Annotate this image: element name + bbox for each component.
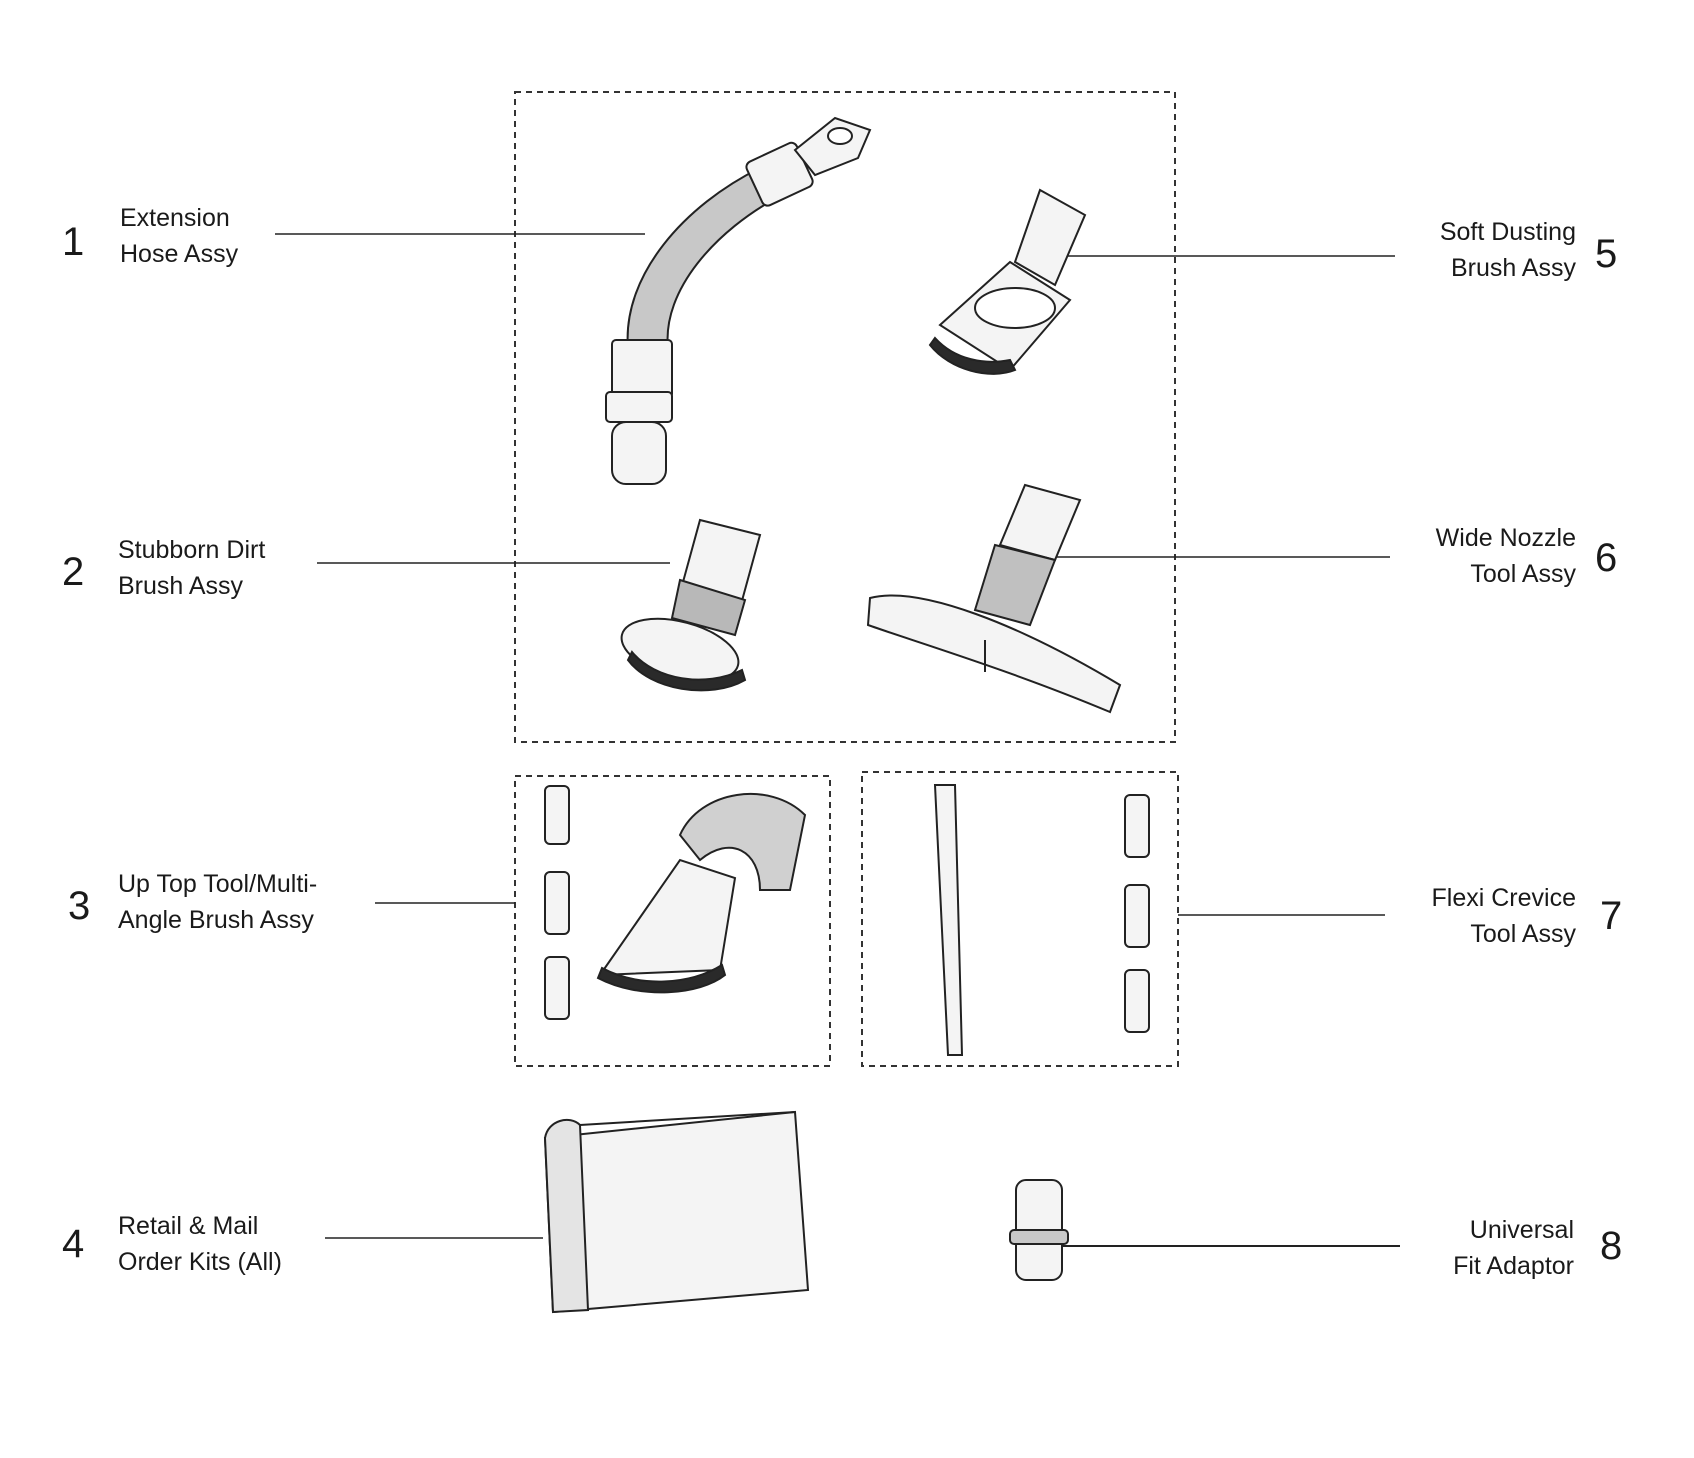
part-label-1-line2: Hose Assy: [120, 240, 239, 268]
part-label-2: Stubborn Dirt Brush Assy: [118, 532, 265, 604]
part-number-3: 3: [68, 884, 91, 928]
part-label-3-line2: Angle Brush Assy: [118, 906, 314, 934]
up-top-tool-drawing: [544, 785, 807, 1020]
flexi-crevice-drawing: [933, 784, 1150, 1056]
part-label-6-line2: Tool Assy: [1470, 560, 1576, 588]
part-label-5-line1: Soft Dusting: [1439, 218, 1576, 246]
part-label-2-line1: Stubborn Dirt: [118, 536, 266, 564]
part-number-5: 5: [1595, 232, 1618, 276]
extension-hose-drawing: [605, 116, 872, 485]
part-label-1: Extension Hose Assy: [120, 200, 238, 272]
group-box-main: [514, 91, 1176, 743]
part-number-1: 1: [62, 220, 85, 264]
part-number-2: 2: [62, 550, 85, 594]
wide-nozzle-drawing: [866, 483, 1122, 714]
retail-kit-box-drawing: [543, 1110, 810, 1314]
part-number-4: 4: [62, 1222, 85, 1266]
part-label-3-line1: Up Top Tool/Multi-: [118, 870, 318, 898]
part-label-7-line1: Flexi Crevice: [1431, 884, 1576, 912]
part-label-4-line2: Order Kits (All): [118, 1248, 282, 1276]
part-label-7-line2: Tool Assy: [1470, 920, 1576, 948]
part-number-8: 8: [1600, 1224, 1623, 1268]
group-box-flexi-crevice: [861, 771, 1179, 1067]
part-label-8-line2: Fit Adaptor: [1453, 1252, 1574, 1280]
part-number-7: 7: [1600, 894, 1623, 938]
part-label-7: Flexi Crevice Tool Assy: [1432, 880, 1576, 952]
part-label-5-line2: Brush Assy: [1450, 254, 1576, 282]
part-label-4: Retail & Mail Order Kits (All): [118, 1208, 282, 1280]
part-label-3: Up Top Tool/Multi- Angle Brush Assy: [118, 866, 317, 938]
part-label-6-line1: Wide Nozzle: [1435, 524, 1576, 552]
part-label-4-line1: Retail & Mail: [118, 1212, 259, 1240]
part-label-8: Universal Fit Adaptor: [1453, 1212, 1574, 1284]
soft-dusting-brush-drawing: [928, 188, 1087, 375]
part-label-8-line1: Universal: [1469, 1216, 1574, 1244]
part-label-1-line1: Extension: [120, 204, 230, 232]
group-box-up-top-tool: [514, 775, 831, 1067]
universal-adaptor-drawing: [1009, 1179, 1069, 1281]
part-number-6: 6: [1595, 536, 1618, 580]
part-label-2-line2: Brush Assy: [118, 572, 244, 600]
part-label-5: Soft Dusting Brush Assy: [1440, 214, 1576, 286]
part-label-6: Wide Nozzle Tool Assy: [1436, 520, 1576, 592]
stubborn-dirt-brush-drawing: [620, 518, 762, 692]
